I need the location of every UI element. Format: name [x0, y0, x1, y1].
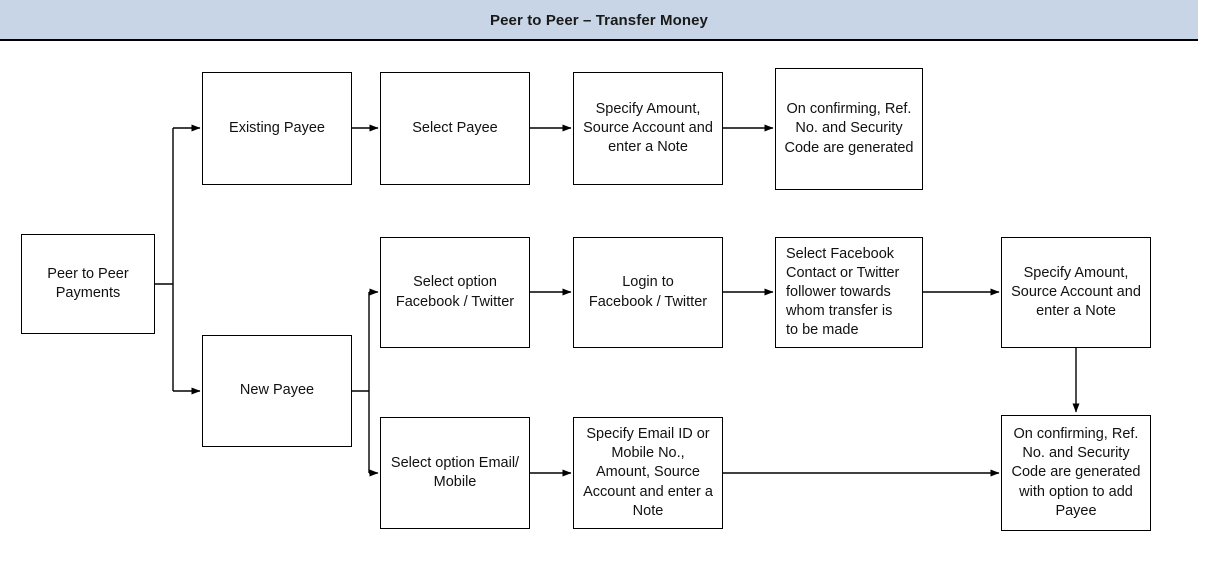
node-label: Select option Facebook / Twitter — [395, 274, 515, 310]
node-specify-amount-mid[interactable]: Specify Amount, Source Account and enter… — [1001, 237, 1151, 348]
node-label: Specify Amount, Source Account and enter… — [1011, 264, 1141, 320]
node-label: New Payee — [239, 382, 315, 399]
node-confirm-ref-bottom[interactable]: On confirming, Ref. No. and Security Cod… — [1001, 415, 1151, 531]
node-new-payee[interactable]: New Payee — [202, 335, 352, 447]
node-label: Select Payee — [412, 119, 498, 136]
node-peer-to-peer-payments[interactable]: Peer to Peer Payments — [21, 234, 155, 334]
node-select-option-email[interactable]: Select option Email/ Mobile — [380, 417, 530, 529]
node-label: Specify Email ID or Mobile No., Amount, … — [583, 426, 713, 519]
node-label: On confirming, Ref. No. and Security Cod… — [1011, 426, 1141, 519]
node-label: On confirming, Ref. No. and Security Cod… — [784, 101, 914, 156]
page-title: Peer to Peer – Transfer Money — [490, 12, 708, 29]
node-label: Peer to Peer Payments — [47, 265, 129, 301]
node-specify-email[interactable]: Specify Email ID or Mobile No., Amount, … — [573, 417, 723, 529]
node-select-option-social[interactable]: Select option Facebook / Twitter — [380, 237, 530, 348]
node-login-social[interactable]: Login to Facebook / Twitter — [573, 237, 723, 348]
node-specify-amount-top[interactable]: Specify Amount, Source Account and enter… — [573, 72, 723, 185]
node-select-payee[interactable]: Select Payee — [380, 72, 530, 185]
node-label: Login to Facebook / Twitter — [588, 274, 708, 310]
node-existing-payee[interactable]: Existing Payee — [202, 72, 352, 185]
page-header: Peer to Peer – Transfer Money — [0, 0, 1198, 41]
node-label: Select option Email/ Mobile — [390, 454, 520, 490]
node-select-contact[interactable]: Select Facebook Contact or Twitter follo… — [775, 237, 923, 348]
node-confirm-ref-top[interactable]: On confirming, Ref. No. and Security Cod… — [775, 68, 923, 190]
node-label: Existing Payee — [229, 119, 325, 136]
node-label: Select Facebook Contact or Twitter follo… — [786, 245, 900, 339]
node-label: Specify Amount, Source Account and enter… — [583, 100, 713, 156]
